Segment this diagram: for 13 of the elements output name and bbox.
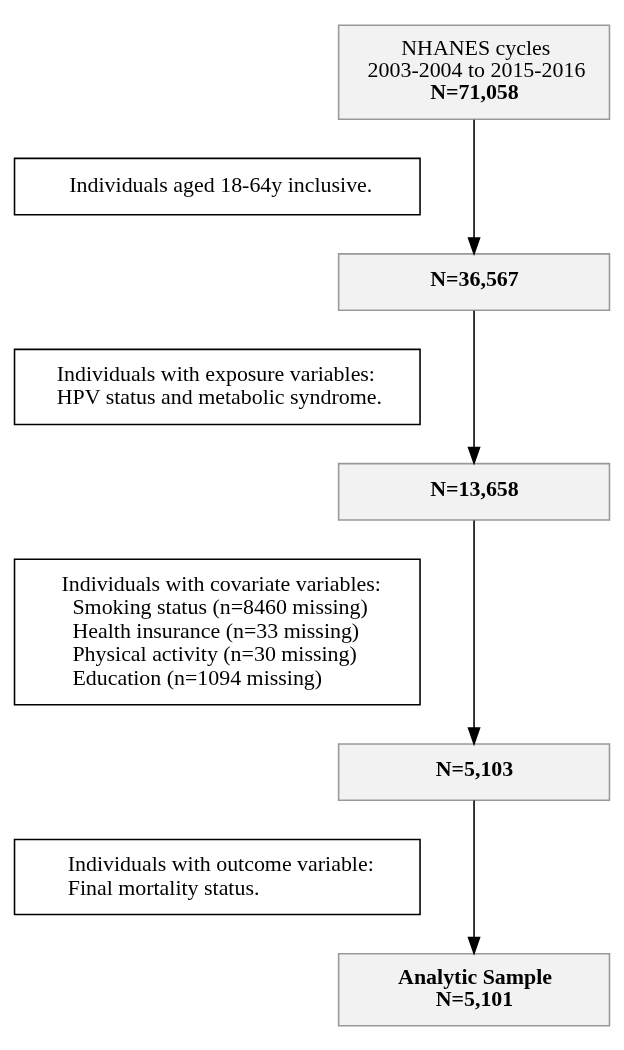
node-box: Individuals aged 18-64y inclusive.: [13, 157, 421, 215]
node-box: N=36,567: [337, 252, 611, 311]
node-box: Individuals with covariate variables: Smoking status (n=8460 missing) Health insurance (n=33 missing) Physical activity (n=30 missing) Education (n=1094 missing): [13, 557, 421, 706]
arrow: [467, 799, 481, 956]
node-box: N=13,658: [337, 462, 611, 521]
arrow: [467, 118, 481, 256]
arrow: [467, 309, 481, 466]
node-box: N=5,103: [337, 742, 611, 801]
node-box: NHANES cycles 2003-2004 to 2015-2016 N=71,058: [337, 23, 611, 120]
node-box: Individuals with exposure variables: HPV status and metabolic syndrome.: [13, 348, 421, 425]
arrow: [467, 519, 481, 746]
node-box: Analytic Sample N=5,101: [337, 952, 611, 1027]
node-box: Individuals with outcome variable: Final mortality status.: [13, 838, 421, 915]
